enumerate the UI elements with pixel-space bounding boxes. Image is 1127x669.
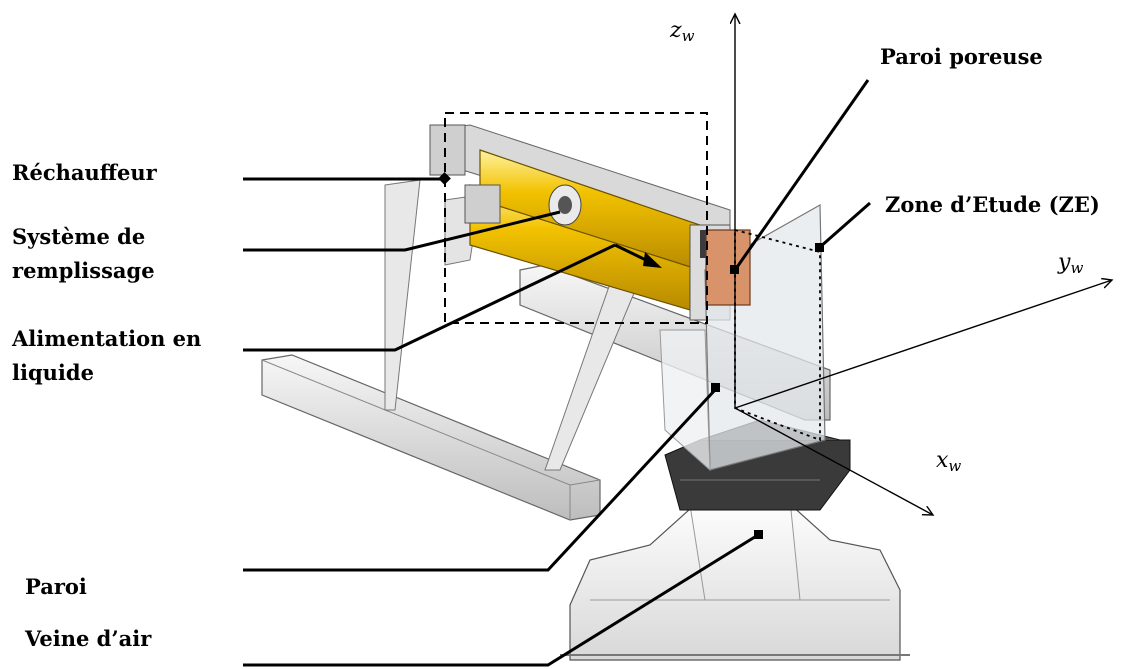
leader-end-paroi bbox=[711, 383, 720, 392]
label-alimentation-line2: liquide bbox=[12, 360, 94, 385]
axis-label-z: zw bbox=[670, 18, 695, 45]
y-axis-line bbox=[734, 280, 1112, 409]
leader-end-alim-arrowhead bbox=[643, 252, 662, 268]
leader-end-zone-etude bbox=[815, 243, 824, 252]
study-zone-box bbox=[734, 228, 821, 442]
label-zone-etude: Zone d’Etude (ZE) bbox=[885, 192, 1100, 217]
leader-end-paroi-poreuse bbox=[730, 265, 739, 274]
leader-alimentation bbox=[243, 243, 616, 352]
leader-paroi bbox=[243, 388, 717, 572]
leader-zone-etude bbox=[819, 201, 871, 249]
heater-dashed-box bbox=[444, 112, 708, 324]
axis-label-x: xw bbox=[936, 448, 962, 475]
porous-wall bbox=[705, 229, 751, 306]
leader-end-veine bbox=[754, 530, 763, 539]
leader-systeme bbox=[243, 210, 561, 252]
leader-endpoints bbox=[438, 172, 824, 539]
label-systeme-line2: remplissage bbox=[12, 258, 155, 283]
label-systeme-line1: Système de bbox=[12, 224, 146, 249]
label-paroi-poreuse: Paroi poreuse bbox=[880, 44, 1043, 69]
label-rechauffeur: Réchauffeur bbox=[12, 160, 157, 185]
leader-lines bbox=[243, 79, 871, 667]
leader-end-rechauffeur bbox=[438, 172, 451, 185]
coordinate-axes bbox=[735, 14, 1112, 515]
axis-label-y: yw bbox=[1058, 250, 1084, 277]
leader-veine bbox=[243, 533, 759, 667]
air-duct bbox=[560, 494, 910, 661]
label-veine: Veine d’air bbox=[25, 626, 152, 651]
x-axis-line bbox=[734, 407, 933, 515]
label-paroi: Paroi bbox=[25, 574, 87, 599]
label-alimentation-line1: Alimentation en bbox=[12, 326, 202, 351]
leader-paroi-poreuse bbox=[733, 79, 870, 271]
